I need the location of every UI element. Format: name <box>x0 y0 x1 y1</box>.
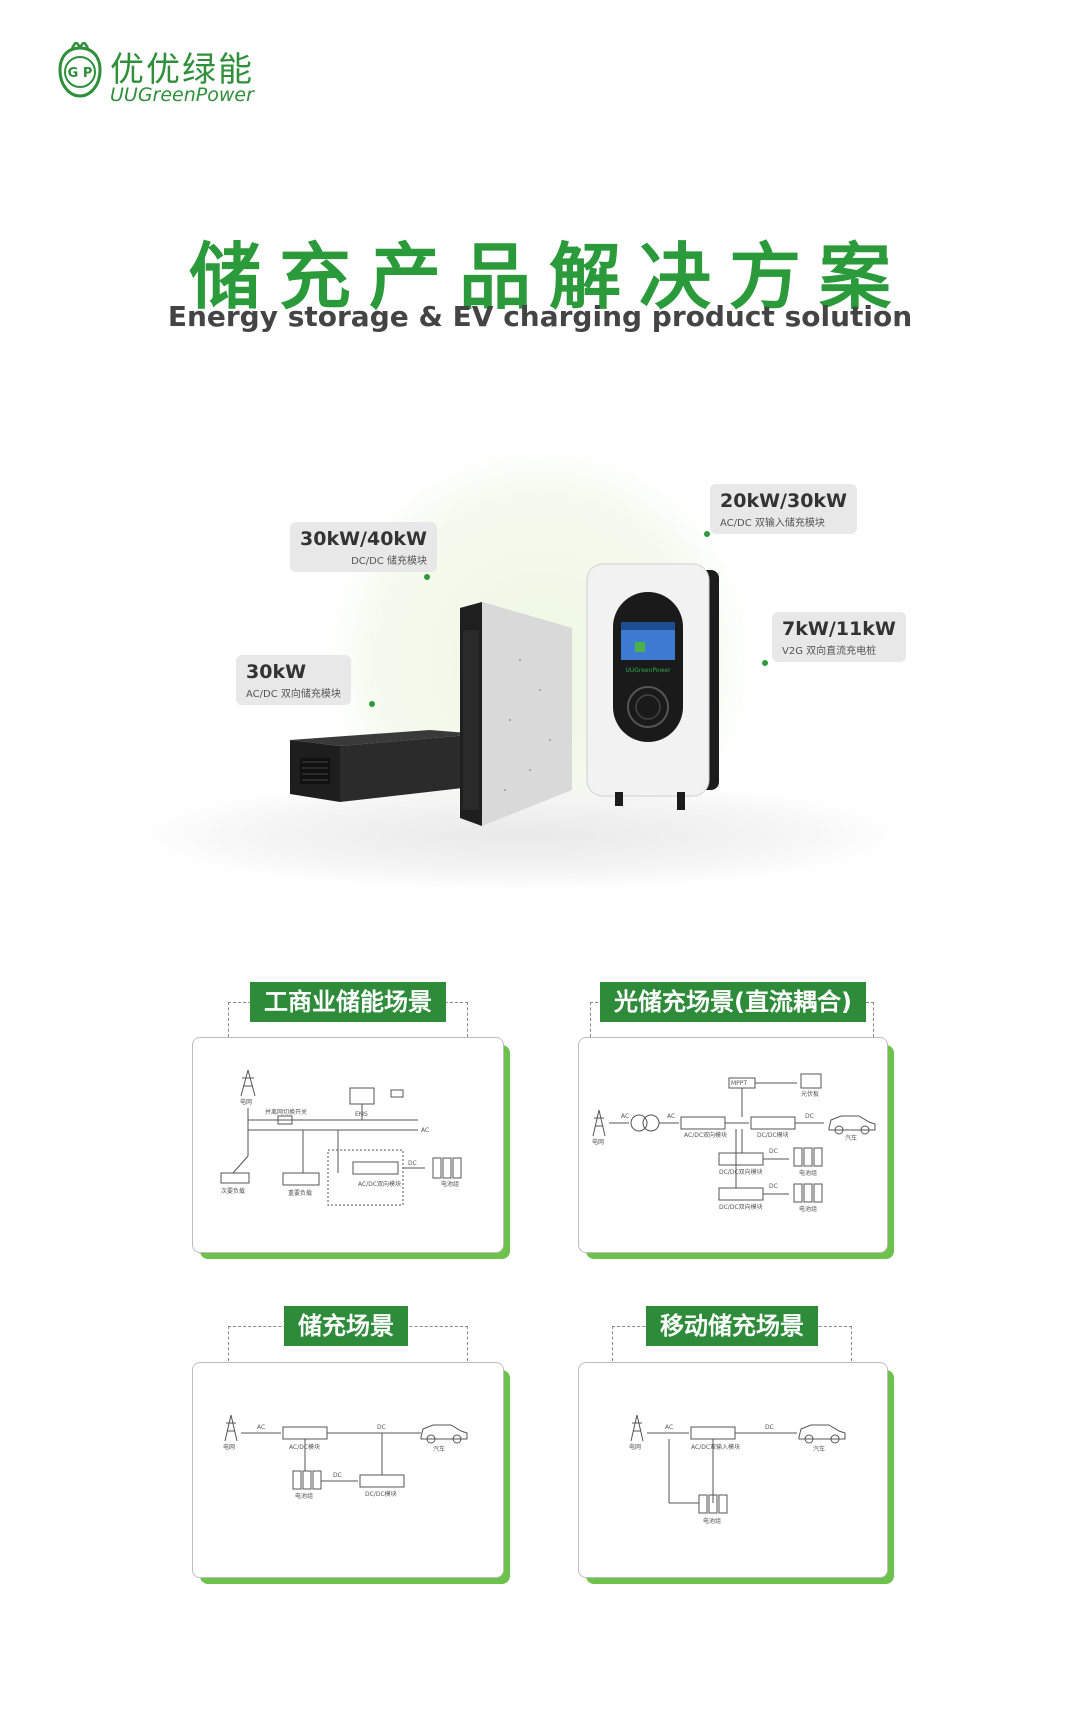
svg-text:AC: AC <box>667 1113 675 1120</box>
svg-text:汽车: 汽车 <box>813 1445 825 1453</box>
brand-name-cn: 优优绿能 <box>110 50 254 90</box>
svg-text:次要负载: 次要负载 <box>221 1187 245 1195</box>
svg-text:汽车: 汽车 <box>845 1134 857 1142</box>
svg-text:电网: 电网 <box>223 1443 235 1451</box>
svg-text:电网: 电网 <box>629 1443 641 1451</box>
storage-charging-diagram: 电网 AC AC/DC模块 DC 汽车 电池组 DC DC/DC模块 <box>223 1414 468 1500</box>
svg-text:MPPT: MPPT <box>731 1080 747 1087</box>
pv-storage-diagram: MPPT 光伏板 电网 AC AC AC/DC双向模块 DC/DC模块 DC 汽… <box>592 1073 876 1213</box>
svg-text:AC: AC <box>665 1424 673 1431</box>
scenario-title: 光储充场景(直流耦合) <box>600 982 866 1022</box>
svg-text:AC/DC双向模块: AC/DC双向模块 <box>358 1180 401 1188</box>
svg-text:DC: DC <box>805 1113 814 1120</box>
scenario-card-storage-charging: 电网 AC AC/DC模块 DC 汽车 电池组 DC DC/DC模块 <box>192 1362 504 1578</box>
svg-text:电池组: 电池组 <box>799 1169 817 1177</box>
svg-text:AC: AC <box>621 1113 629 1120</box>
svg-text:AC: AC <box>257 1424 265 1431</box>
svg-text:电池组: 电池组 <box>703 1517 721 1525</box>
brand-logo: G P 优优绿能 UUGreenPower <box>58 42 318 112</box>
product-tag-v2g: 7kW/11kW V2G 双向直流充电桩 <box>772 612 906 662</box>
svg-text:DC: DC <box>333 1472 342 1479</box>
svg-text:DC: DC <box>408 1160 417 1167</box>
tag-connector-dot <box>424 574 430 580</box>
tag-connector-dot <box>762 660 768 666</box>
page-subtitle: Energy storage & EV charging product sol… <box>167 300 913 333</box>
grid-tower-icon <box>592 1109 606 1137</box>
svg-text:DC: DC <box>765 1424 774 1431</box>
svg-text:DC: DC <box>377 1424 386 1431</box>
product-tag-acdc-bi: 30kW AC/DC 双向储充模块 <box>236 655 351 705</box>
product-desc: AC/DC 双向储充模块 <box>246 689 341 700</box>
svg-text:AC: AC <box>421 1127 429 1134</box>
svg-text:电池组: 电池组 <box>295 1492 313 1500</box>
svg-text:DC/DC双向模块: DC/DC双向模块 <box>719 1168 763 1176</box>
svg-text:DC/DC模块: DC/DC模块 <box>757 1131 789 1139</box>
svg-text:DC/DC双向模块: DC/DC双向模块 <box>719 1203 763 1211</box>
svg-text:AC/DC双输入模块: AC/DC双输入模块 <box>691 1443 740 1451</box>
scenario-title: 储充场景 <box>284 1306 408 1346</box>
product-power: 30kW/40kW <box>300 528 428 550</box>
svg-text:UUGreenPower: UUGreenPower <box>625 667 671 674</box>
svg-text:AC/DC双向模块: AC/DC双向模块 <box>684 1131 727 1139</box>
tag-connector-dot <box>369 701 375 707</box>
scenario-card-mobile-storage: 电网 AC AC/DC双输入模块 DC 汽车 电池组 <box>578 1362 888 1578</box>
svg-text:电池组: 电池组 <box>799 1205 817 1213</box>
svg-text:DC: DC <box>769 1148 778 1155</box>
product-tag-dcdc: 30kW/40kW DC/DC 储充模块 <box>290 522 438 572</box>
svg-text:电网: 电网 <box>592 1138 604 1146</box>
product-desc: DC/DC 储充模块 <box>351 556 428 567</box>
svg-text:汽车: 汽车 <box>433 1445 445 1453</box>
svg-text:电池组: 电池组 <box>441 1180 459 1188</box>
commercial-storage-diagram: 电网 并离网切换开关 EMS AC DC AC/DC双向模块 电池组 次要负载 … <box>220 1069 462 1206</box>
acdc-rack-module-image <box>290 730 480 802</box>
v2g-charger-image: UUGreenPower <box>586 563 719 810</box>
svg-text:DC/DC模块: DC/DC模块 <box>365 1490 397 1498</box>
scenario-card-pv-storage: MPPT 光伏板 电网 AC AC AC/DC双向模块 DC/DC模块 DC 汽… <box>578 1037 888 1253</box>
scenario-title: 工商业储能场景 <box>250 982 446 1022</box>
svg-text:DC: DC <box>769 1183 778 1190</box>
svg-text:EMS: EMS <box>355 1111 368 1118</box>
product-power: 20kW/30kW <box>720 490 848 512</box>
grid-tower-icon <box>240 1069 256 1097</box>
svg-text:电网: 电网 <box>240 1098 252 1106</box>
svg-text:AC/DC模块: AC/DC模块 <box>289 1443 320 1451</box>
scenario-card-commercial-storage: 电网 并离网切换开关 EMS AC DC AC/DC双向模块 电池组 次要负载 … <box>192 1037 504 1253</box>
brand-name-en: UUGreenPower <box>110 84 254 106</box>
svg-text:并离网切换开关: 并离网切换开关 <box>265 1108 307 1116</box>
dcdc-tower-module-image <box>460 602 572 826</box>
mobile-storage-diagram: 电网 AC AC/DC双输入模块 DC 汽车 电池组 <box>629 1414 846 1525</box>
tag-connector-dot <box>704 531 710 537</box>
svg-text:重要负载: 重要负载 <box>288 1189 312 1197</box>
product-desc: V2G 双向直流充电桩 <box>782 646 877 657</box>
grid-tower-icon <box>630 1414 644 1442</box>
svg-text:G P: G P <box>68 66 93 81</box>
grid-tower-icon <box>224 1414 238 1442</box>
svg-text:光伏板: 光伏板 <box>801 1090 819 1098</box>
product-power: 7kW/11kW <box>782 618 896 640</box>
product-tag-acdc-dual: 20kW/30kW AC/DC 双输入储充模块 <box>710 484 858 534</box>
logo-emblem-icon: G P <box>58 42 102 98</box>
scenario-title: 移动储充场景 <box>646 1306 818 1346</box>
page-title: 储充产品解决方案 <box>188 235 909 319</box>
product-power: 30kW <box>246 661 307 683</box>
product-desc: AC/DC 双输入储充模块 <box>720 518 825 529</box>
